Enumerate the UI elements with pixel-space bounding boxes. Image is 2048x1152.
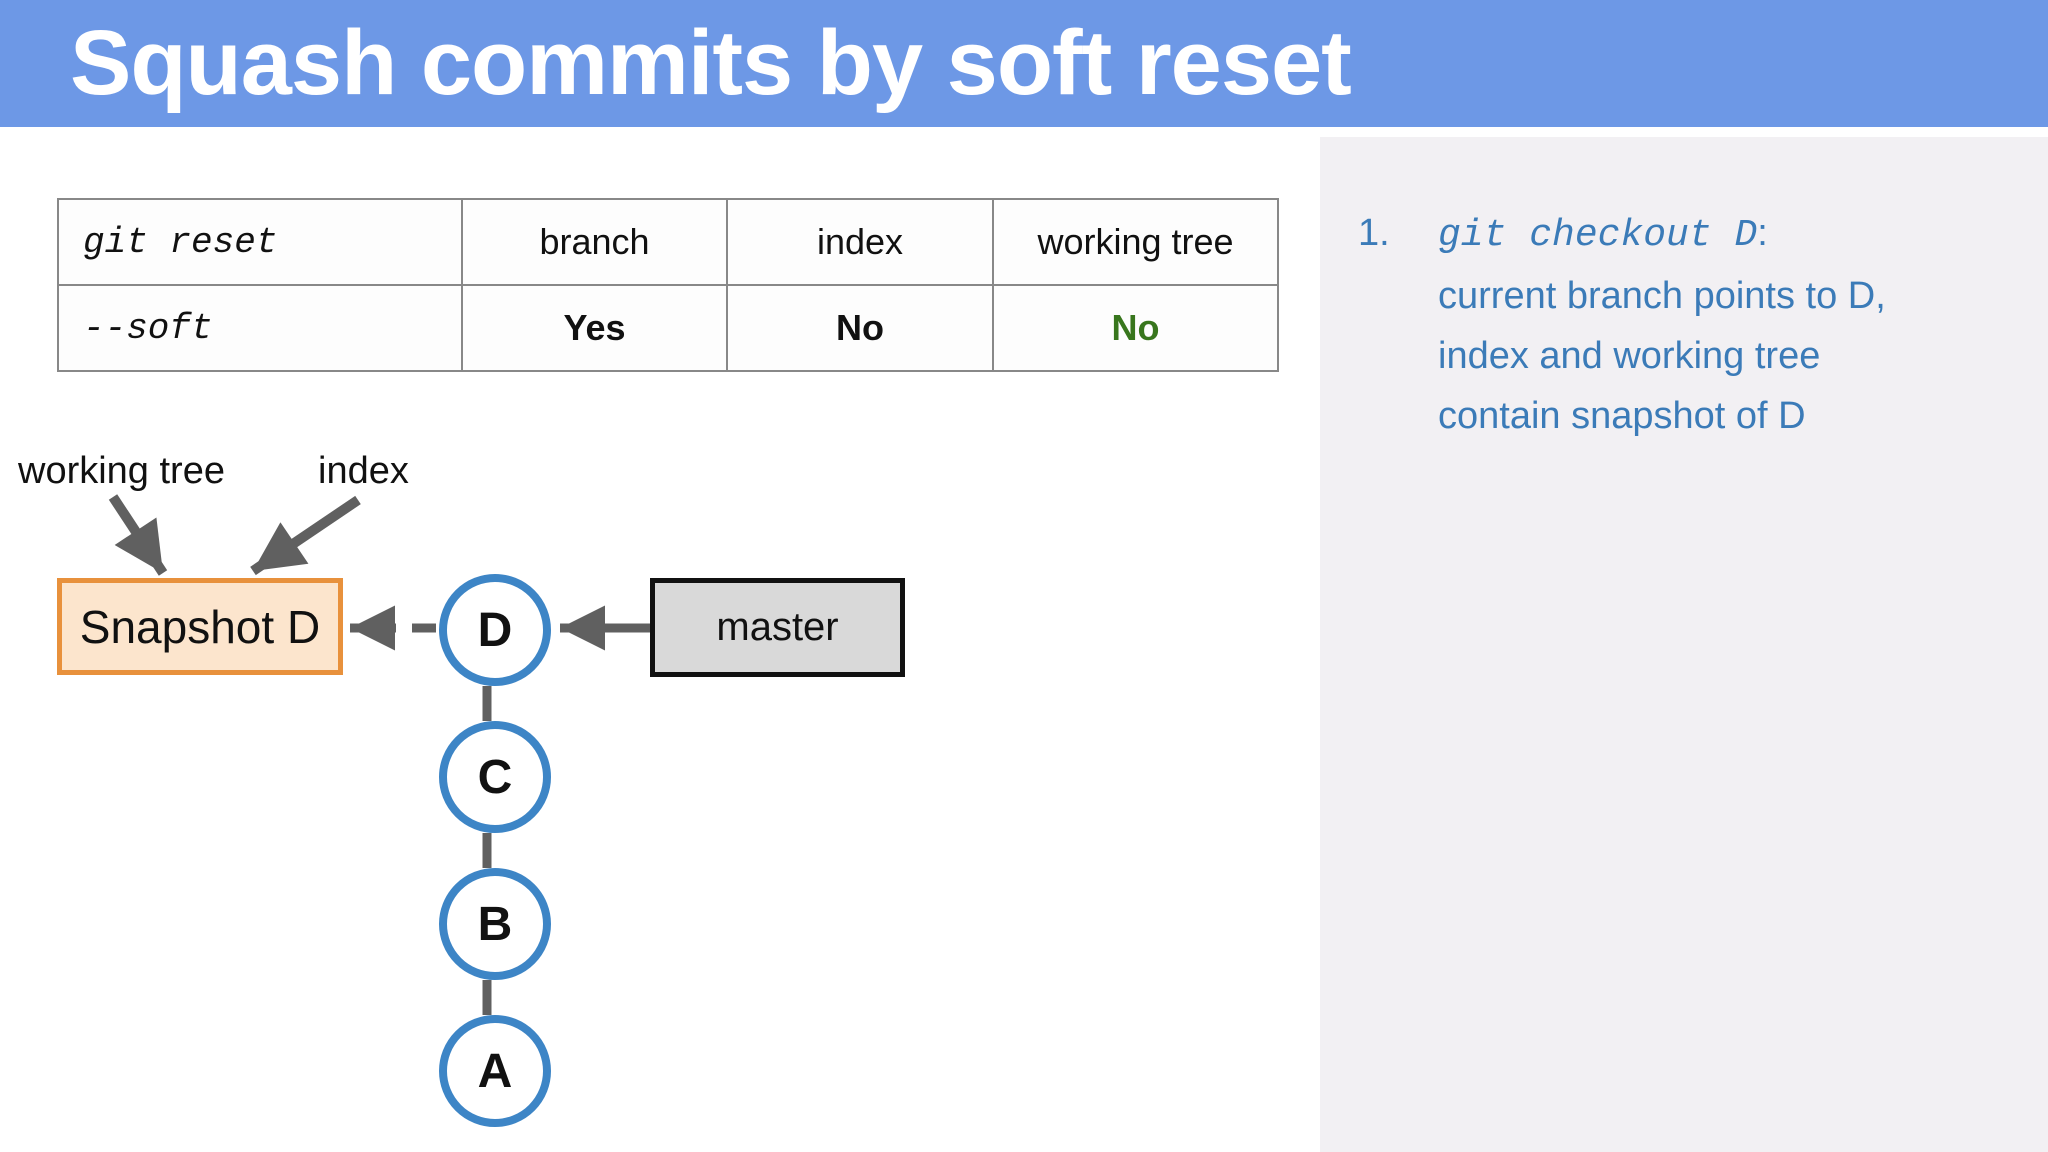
cell-working-tree-no: No bbox=[992, 284, 1279, 372]
note-item-1: 1. git checkout D: current branch points… bbox=[1358, 203, 1886, 446]
note-separator: : bbox=[1757, 212, 1768, 254]
commit-letter: A bbox=[477, 1044, 513, 1098]
commit-letter: B bbox=[477, 897, 513, 951]
commit-node-a: A bbox=[439, 1015, 551, 1127]
cell-branch-yes: Yes bbox=[461, 284, 728, 372]
cell-index-no: No bbox=[726, 284, 994, 372]
index-label: index bbox=[318, 450, 409, 492]
commit-letter: C bbox=[477, 750, 513, 804]
notes-panel: 1. git checkout D: current branch points… bbox=[1320, 137, 2048, 1152]
working-tree-label: working tree bbox=[18, 450, 225, 492]
cell-soft: --soft bbox=[57, 284, 463, 372]
header-cell-index: index bbox=[726, 198, 994, 286]
snapshot-d-box: Snapshot D bbox=[57, 578, 343, 675]
commit-node-c: C bbox=[439, 721, 551, 833]
git-reset-table: git reset branch index working tree --so… bbox=[57, 198, 1279, 372]
master-branch-box: master bbox=[650, 578, 905, 677]
slide-header: Squash commits by soft reset bbox=[0, 0, 2048, 127]
commit-node-d: D bbox=[439, 574, 551, 686]
note-body: git checkout D: current branch points to… bbox=[1438, 203, 1886, 446]
working-tree-arrow bbox=[108, 494, 168, 576]
header-cell-git-reset: git reset bbox=[57, 198, 463, 286]
note-line: contain snapshot of D bbox=[1438, 395, 1806, 437]
note-line: index and working tree bbox=[1438, 335, 1821, 377]
page-title: Squash commits by soft reset bbox=[70, 12, 1352, 114]
master-label: master bbox=[716, 605, 839, 649]
note-line: current branch points to D, bbox=[1438, 275, 1886, 317]
note-code: git checkout D bbox=[1438, 214, 1758, 257]
table-header-row: git reset branch index working tree bbox=[57, 198, 1279, 286]
index-arrow bbox=[250, 495, 361, 576]
header-cell-branch: branch bbox=[461, 198, 728, 286]
commit-letter: D bbox=[477, 603, 513, 657]
commit-node-b: B bbox=[439, 868, 551, 980]
note-number: 1. bbox=[1358, 212, 1390, 254]
table-row: --soft Yes No No bbox=[57, 284, 1279, 372]
snapshot-d-label: Snapshot D bbox=[79, 600, 321, 653]
header-cell-working-tree: working tree bbox=[992, 198, 1279, 286]
